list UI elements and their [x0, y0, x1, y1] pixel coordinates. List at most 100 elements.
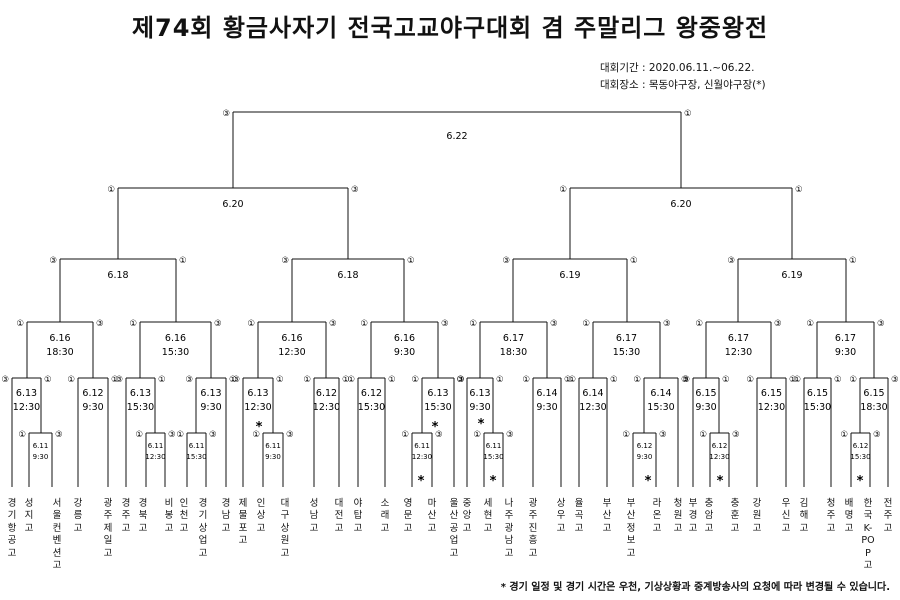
- venue-asterisk: *: [717, 474, 724, 489]
- team-name: 광주진흥고: [528, 498, 538, 559]
- r32-match-5-time-label: 12:30: [244, 402, 271, 413]
- r32-match-9-side-left-mark: ③: [456, 375, 464, 385]
- team-name: 울산공업고: [449, 498, 459, 559]
- r32-match-5-side-left-mark: ③: [232, 375, 240, 385]
- r64-match-5-side-right-mark: ③: [435, 430, 443, 440]
- r32-match-9-date-label: 6.13: [469, 388, 490, 399]
- r16-match-h-side-right-mark: ③: [877, 319, 885, 329]
- r16-match-d-time-label: 9:30: [394, 347, 415, 358]
- r64-match-2-side-left-mark: ①: [135, 430, 143, 440]
- r32-match-13-time-label: 9:30: [695, 402, 716, 413]
- r64-match-3-time-label: 15:30: [186, 453, 206, 461]
- team-name: 강원고: [752, 498, 762, 534]
- r16-match-h-side-left-mark: ①: [806, 319, 814, 329]
- r16-match-f-side-left-mark: ①: [582, 319, 590, 329]
- r16-match-d-date-label: 6.16: [394, 333, 415, 344]
- r32-match-16-time-label: 18:30: [860, 402, 887, 413]
- qf-match-1-date-label: 6.18: [107, 270, 128, 281]
- r32-match-2-side-right-mark: ①: [111, 375, 119, 385]
- tournament-title: 제74회 황금사자기 전국고교야구대회 겸 주말리그 왕중왕전: [131, 14, 769, 42]
- r32-match-3-side-right-mark: ①: [158, 375, 166, 385]
- team-name: 부산정보고: [626, 498, 636, 559]
- r32-match-8-side-left-mark: ①: [411, 375, 419, 385]
- r32-match-14-date-label: 6.15: [761, 388, 782, 399]
- r32-match-7-time-label: 15:30: [358, 402, 385, 413]
- r32-match-12-side-left-mark: ①: [633, 375, 641, 385]
- r32-match-8-time-label: 15:30: [424, 402, 451, 413]
- team-name: 상우고: [556, 498, 566, 534]
- sf-match-2-date-label: 6.20: [670, 199, 691, 210]
- r16-match-a-date-label: 6.16: [49, 333, 70, 344]
- team-name: 배명고: [844, 498, 854, 534]
- team-name: 야탑고: [353, 498, 363, 534]
- r32-match-13-side-right-mark: ①: [722, 375, 730, 385]
- r64-match-8-side-left-mark: ①: [699, 430, 707, 440]
- r16-match-c-side-left-mark: ①: [247, 319, 255, 329]
- team-name: 우신고: [781, 498, 791, 534]
- r32-match-2-date-label: 6.12: [82, 388, 103, 399]
- r64-match-4-side-left-mark: ①: [252, 430, 260, 440]
- r32-match-4-side-left-mark: ③: [185, 375, 193, 385]
- team-name: 영문고: [403, 498, 413, 534]
- r64-match-3-side-left-mark: ①: [176, 430, 184, 440]
- r16-match-d-side-left-mark: ①: [360, 319, 368, 329]
- r64-match-4-time-label: 9:30: [265, 453, 281, 461]
- r32-match-8-side-right-mark: ③: [457, 375, 465, 385]
- r32-match-11-side-right-mark: ①: [610, 375, 618, 385]
- r16-match-g-date-label: 6.17: [728, 333, 749, 344]
- r64-match-8-time-label: 12:30: [709, 453, 729, 461]
- qf-match-3-side-left-mark: ③: [502, 256, 510, 266]
- final-match-side-right-mark: ①: [684, 109, 692, 119]
- r64-match-9-side-right-mark: ③: [873, 430, 881, 440]
- r16-match-g-side-left-mark: ①: [695, 319, 703, 329]
- r32-match-7-date-label: 6.12: [361, 388, 382, 399]
- tournament-venue: 대회장소 : 목동야구장, 신월야구장(*): [600, 79, 766, 91]
- r16-match-a-side-left-mark: ①: [16, 319, 24, 329]
- qf-match-1-side-left-mark: ③: [49, 256, 57, 266]
- r32-match-6-time-label: 12:30: [313, 402, 340, 413]
- r32-match-14-side-right-mark: ①: [789, 375, 797, 385]
- qf-match-2-date-label: 6.18: [337, 270, 358, 281]
- r16-match-d-side-right-mark: ③: [441, 319, 449, 329]
- r32-match-1-date-label: 6.13: [16, 388, 37, 399]
- team-name: 경기상업고: [198, 498, 208, 559]
- qf-match-1-side-right-mark: ①: [179, 256, 187, 266]
- team-name: 중앙고: [462, 498, 472, 534]
- qf-match-4-side-left-mark: ③: [727, 256, 735, 266]
- r32-match-16-date-label: 6.15: [863, 388, 884, 399]
- r32-match-3-date-label: 6.13: [130, 388, 151, 399]
- team-name: 라온고: [652, 498, 662, 534]
- r16-match-e-date-label: 6.17: [503, 333, 524, 344]
- r32-match-14-side-left-mark: ①: [746, 375, 754, 385]
- r32-match-6-side-right-mark: ①: [342, 375, 350, 385]
- r32-match-1-side-left-mark: ③: [1, 375, 9, 385]
- r16-match-a-time-label: 18:30: [46, 347, 73, 358]
- sf-match-1-side-left-mark: ①: [107, 185, 115, 195]
- team-name: 청원고: [673, 498, 683, 534]
- team-name: 율곡고: [574, 498, 584, 534]
- r32-match-11-time-label: 12:30: [579, 402, 606, 413]
- r32-match-7-side-right-mark: ①: [388, 375, 396, 385]
- r32-match-15-side-left-mark: ①: [793, 375, 801, 385]
- r64-match-3-date-label: 6.11: [189, 442, 205, 450]
- r32-match-12-time-label: 15:30: [647, 402, 674, 413]
- r32-match-8-date-label: 6.13: [427, 388, 448, 399]
- team-name: 제물포고: [238, 498, 248, 547]
- r64-match-1-side-right-mark: ③: [55, 430, 63, 440]
- r64-match-1-date-label: 6.11: [33, 442, 49, 450]
- r32-match-1-time-label: 12:30: [13, 402, 40, 413]
- r32-match-6-date-label: 6.12: [316, 388, 337, 399]
- r32-match-9-side-right-mark: ①: [496, 375, 504, 385]
- r32-match-16-side-right-mark: ③: [891, 375, 899, 385]
- team-name: 광주제일고: [103, 498, 113, 559]
- r32-match-5-date-label: 6.13: [247, 388, 268, 399]
- r64-match-7-side-right-mark: ③: [659, 430, 667, 440]
- r32-match-13-date-label: 6.15: [695, 388, 716, 399]
- r32-match-14-time-label: 12:30: [758, 402, 785, 413]
- qf-match-2-side-right-mark: ①: [407, 256, 415, 266]
- qf-match-3-side-right-mark: ①: [630, 256, 638, 266]
- r32-match-11-date-label: 6.14: [582, 388, 603, 399]
- r32-match-7-side-left-mark: ①: [347, 375, 355, 385]
- r32-match-4-date-label: 6.13: [200, 388, 221, 399]
